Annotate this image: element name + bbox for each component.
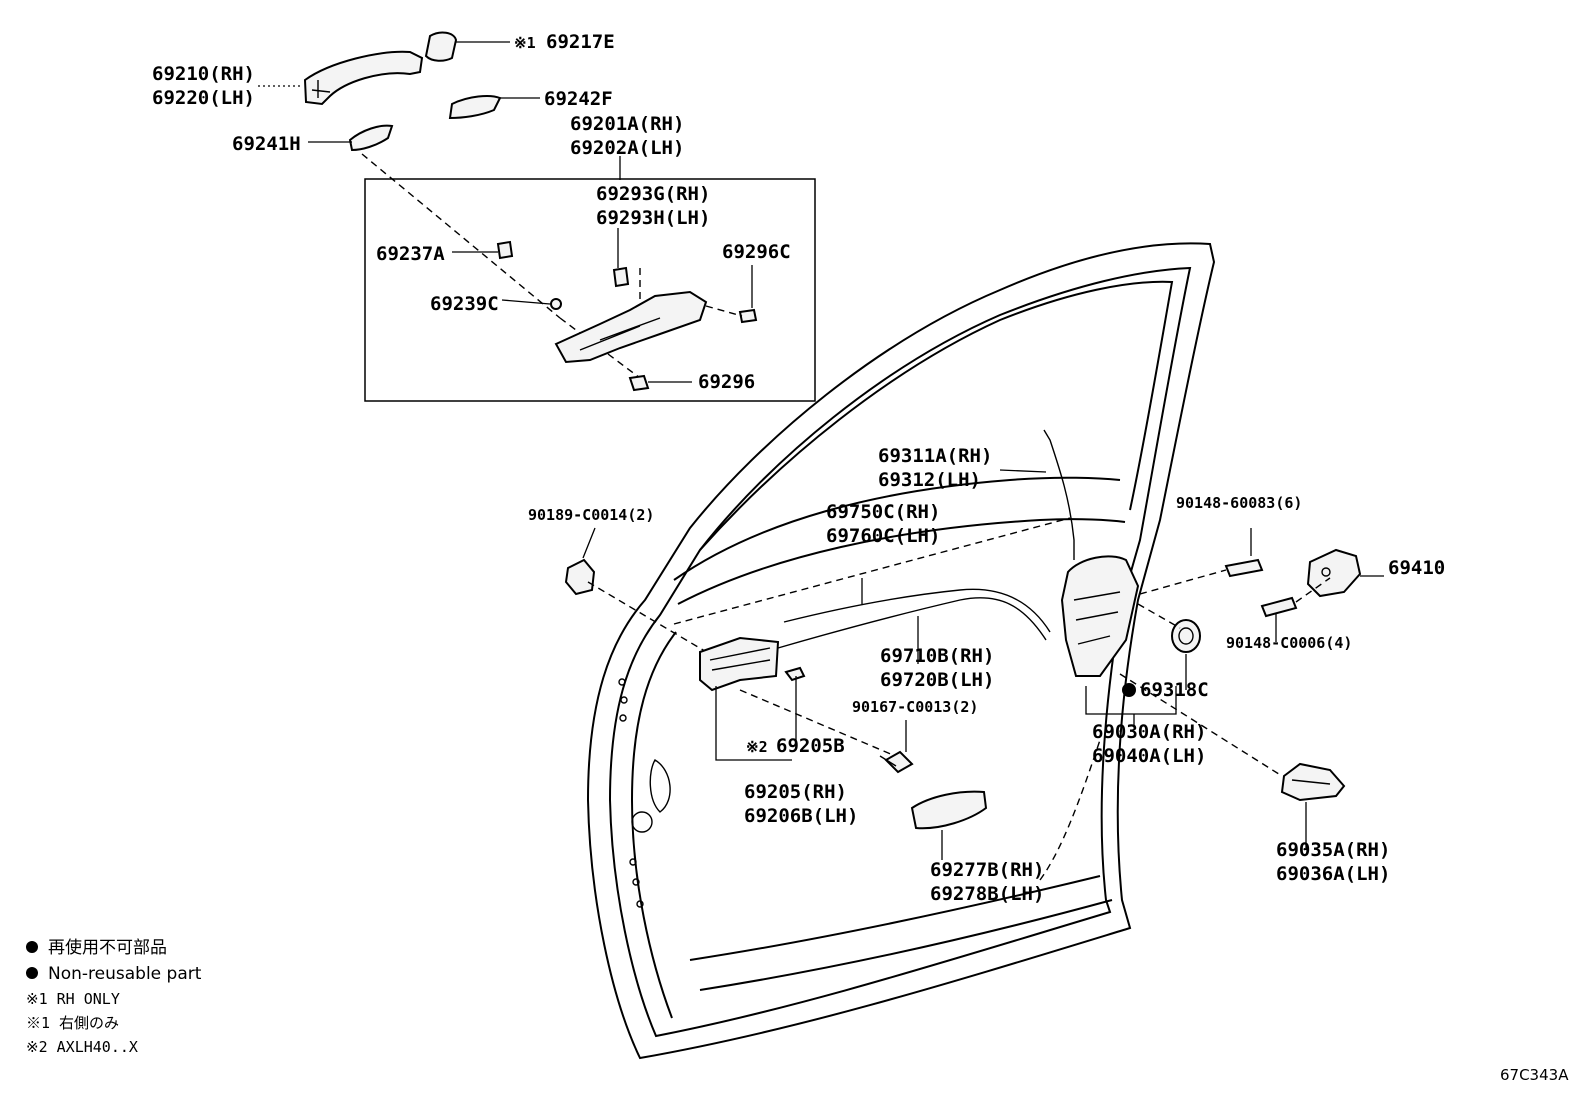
handle-pad-small-part [348, 124, 394, 152]
legend-note1-jp: ※1 右側のみ [26, 1014, 119, 1032]
mark-axlh40: ※2 [746, 738, 768, 756]
label-69205B: 69205B [776, 735, 845, 757]
door-shell [586, 242, 1216, 1060]
label-90189-c0014: 90189-C0014(2) [528, 506, 654, 524]
label-69217E: 69217E [546, 31, 615, 53]
legend-non-reusable-jp: 再使用不可部品 [48, 937, 167, 958]
label-69293H-lh: 69293H(LH) [596, 207, 710, 229]
diagram-code: 67C343A [1500, 1066, 1569, 1084]
handle-frame-assembly-box [364, 178, 816, 402]
label-69296: 69296 [698, 371, 755, 393]
handle-pad-part [448, 95, 502, 120]
label-90167-c0013: 90167-C0013(2) [852, 698, 978, 716]
door-lock-assembly [1060, 555, 1140, 677]
label-69237A: 69237A [376, 243, 445, 265]
label-69410: 69410 [1388, 557, 1445, 579]
striker-part [1306, 548, 1362, 598]
handle-frame-part [554, 290, 708, 364]
seal-ring-part [1171, 619, 1201, 653]
legend-dot-en [26, 967, 38, 979]
clip-part-b [550, 298, 562, 310]
label-69242F: 69242F [544, 88, 613, 110]
label-69750C-rh: 69750C(RH) [826, 501, 940, 523]
label-69035A-rh: 69035A(RH) [1276, 839, 1390, 861]
label-69312-lh: 69312(LH) [878, 469, 981, 491]
legend-note2: ※2 AXLH40..X [26, 1038, 138, 1056]
door-pad-part [910, 790, 988, 830]
label-69720B-lh: 69720B(LH) [880, 669, 994, 691]
label-69278B-lh: 69278B(LH) [930, 883, 1044, 905]
legend-non-reusable-en: Non-reusable part [48, 964, 202, 984]
control-cable [777, 578, 1051, 664]
clip-part-a [496, 240, 514, 260]
screw-part-90148-60083 [1224, 558, 1264, 578]
label-69296C: 69296C [722, 241, 791, 263]
label-69201A-rh: 69201A(RH) [570, 113, 684, 135]
handle-cap-part [424, 31, 458, 62]
lock-rod [999, 429, 1075, 560]
screw-part-c [738, 308, 758, 324]
outside-handle-part [303, 50, 424, 106]
label-69206B-lh: 69206B(LH) [744, 805, 858, 827]
grommet-part [564, 558, 596, 596]
label-69311A-rh: 69311A(RH) [878, 445, 992, 467]
label-69239C: 69239C [430, 293, 499, 315]
non-reusable-dot [1122, 683, 1136, 697]
label-69710B-rh: 69710B(RH) [880, 645, 994, 667]
label-69030A-rh: 69030A(RH) [1092, 721, 1206, 743]
cap-part [612, 266, 630, 288]
label-69760C-lh: 69760C(LH) [826, 525, 940, 547]
lock-bracket-part [1280, 762, 1346, 802]
label-69220-lh: 69220(LH) [152, 87, 255, 109]
label-69205-rh: 69205(RH) [744, 781, 847, 803]
mark-rh-only: ※1 [514, 34, 536, 52]
label-69202A-lh: 69202A(LH) [570, 137, 684, 159]
screw-part [628, 374, 650, 392]
label-69293G-rh: 69293G(RH) [596, 183, 710, 205]
label-69277B-rh: 69277B(RH) [930, 859, 1044, 881]
screw-part-90148-c0006 [1260, 596, 1298, 618]
label-69210-rh: 69210(RH) [152, 63, 255, 85]
label-69318C: 69318C [1140, 679, 1209, 701]
legend: 再使用不可部品 Non-reusable part ※1 RH ONLY ※1 … [26, 937, 202, 1056]
label-69241H: 69241H [232, 133, 301, 155]
label-90148-60083: 90148-60083(6) [1176, 494, 1302, 512]
handle-base-part [699, 636, 780, 692]
screw-part-90167 [879, 750, 914, 774]
label-69036A-lh: 69036A(LH) [1276, 863, 1390, 885]
legend-note1-en: ※1 RH ONLY [26, 990, 120, 1008]
label-69040A-lh: 69040A(LH) [1092, 745, 1206, 767]
spacer-part [784, 666, 806, 682]
legend-dot-jp [26, 941, 38, 953]
label-90148-c0006: 90148-C0006(4) [1226, 634, 1352, 652]
